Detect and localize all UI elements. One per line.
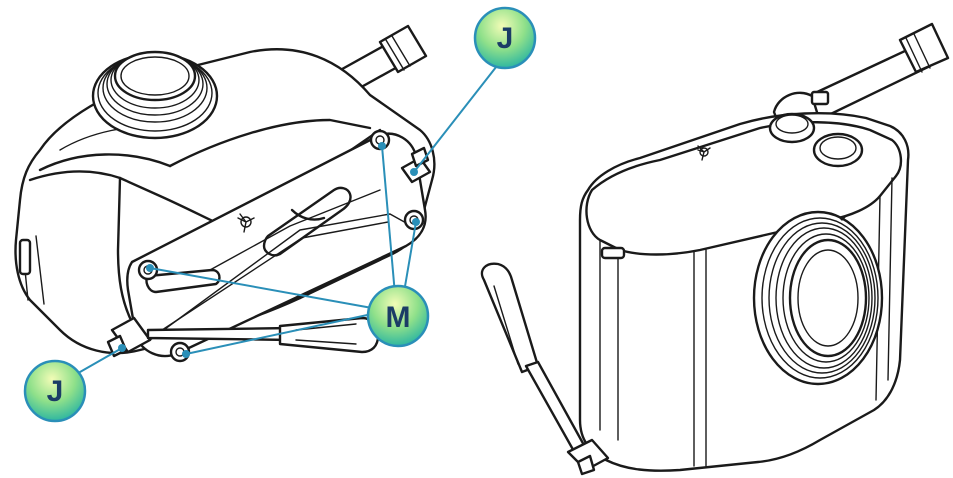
right-inlet-ring — [752, 210, 884, 386]
right-screwdriver — [480, 262, 592, 464]
right-clip — [566, 438, 610, 476]
callout-j-bottom: J — [23, 359, 87, 423]
right-macerator-unit — [480, 22, 950, 476]
callout-m-label: M — [386, 301, 411, 334]
callout-j-top: J — [473, 6, 537, 70]
callout-m: M — [366, 284, 430, 348]
right-fan-symbol — [697, 145, 711, 161]
left-fan-symbol — [237, 213, 255, 233]
left-macerator-unit — [14, 24, 436, 363]
callout-j-bottom-label: J — [47, 375, 64, 408]
left-inlet-ring — [91, 50, 219, 140]
callout-j-top-label: J — [497, 22, 514, 55]
